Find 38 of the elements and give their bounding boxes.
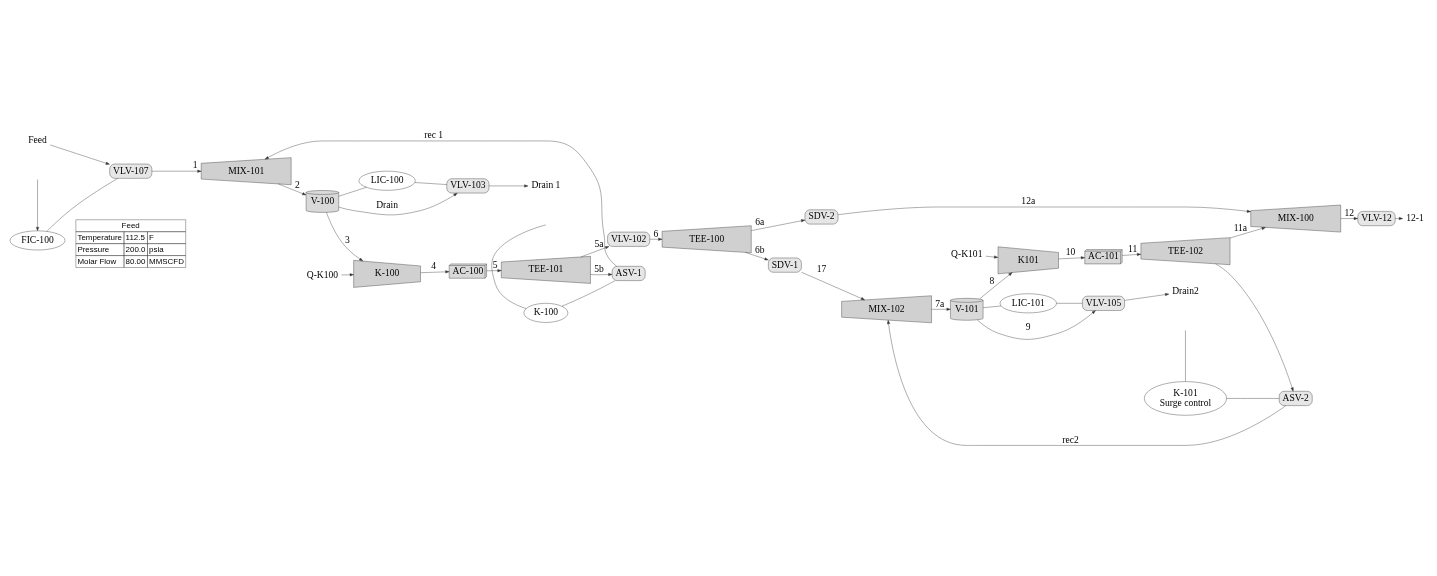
edge-label: 1 [192, 159, 198, 171]
edge-label: rec 1 [424, 129, 444, 141]
edge-label: 5a [594, 237, 604, 249]
node-text: 12-1 [1406, 212, 1424, 224]
edge-label: 11 [1128, 243, 1138, 255]
edge-label: rec2 [1062, 433, 1079, 445]
edge-label: Drain [376, 198, 398, 210]
edge-label: 12 [1344, 206, 1355, 218]
label: 80.00 [125, 256, 146, 266]
label: 200.0 [125, 244, 146, 254]
label: psia [149, 244, 164, 254]
edge-label: 2 [294, 179, 300, 191]
edge-label: 11a [1233, 221, 1248, 233]
node-text: Feed [28, 134, 47, 146]
edge-label: 8 [989, 275, 995, 287]
edge-label: 7a [935, 297, 945, 309]
edge-label: 10 [1065, 246, 1076, 258]
edge-label: 4 [431, 260, 437, 272]
label: Pressure [77, 244, 110, 254]
edge-label: 5b [594, 262, 604, 274]
node-text: Drain 1 [531, 179, 561, 191]
label: MMSCFD [149, 256, 184, 266]
label: Temperature [77, 232, 123, 242]
edge-label: 6a [755, 216, 765, 228]
label: Feed [121, 220, 140, 230]
node-text: Q-K100 [306, 268, 339, 280]
label: 112.5 [125, 232, 145, 242]
edge-label: 12a [1021, 195, 1036, 207]
edge-label: 6b [755, 243, 765, 255]
edge-label: 6 [653, 227, 659, 239]
node-text: Drain2 [1172, 285, 1199, 297]
edge-label: 17 [816, 262, 827, 274]
node-text: Q-K101 [951, 247, 983, 259]
label: F [149, 232, 154, 242]
edge-label: 9 [1025, 321, 1031, 333]
label: Molar Flow [77, 256, 117, 266]
edge-label: 3 [345, 234, 350, 246]
edge-label: 5 [492, 258, 498, 270]
